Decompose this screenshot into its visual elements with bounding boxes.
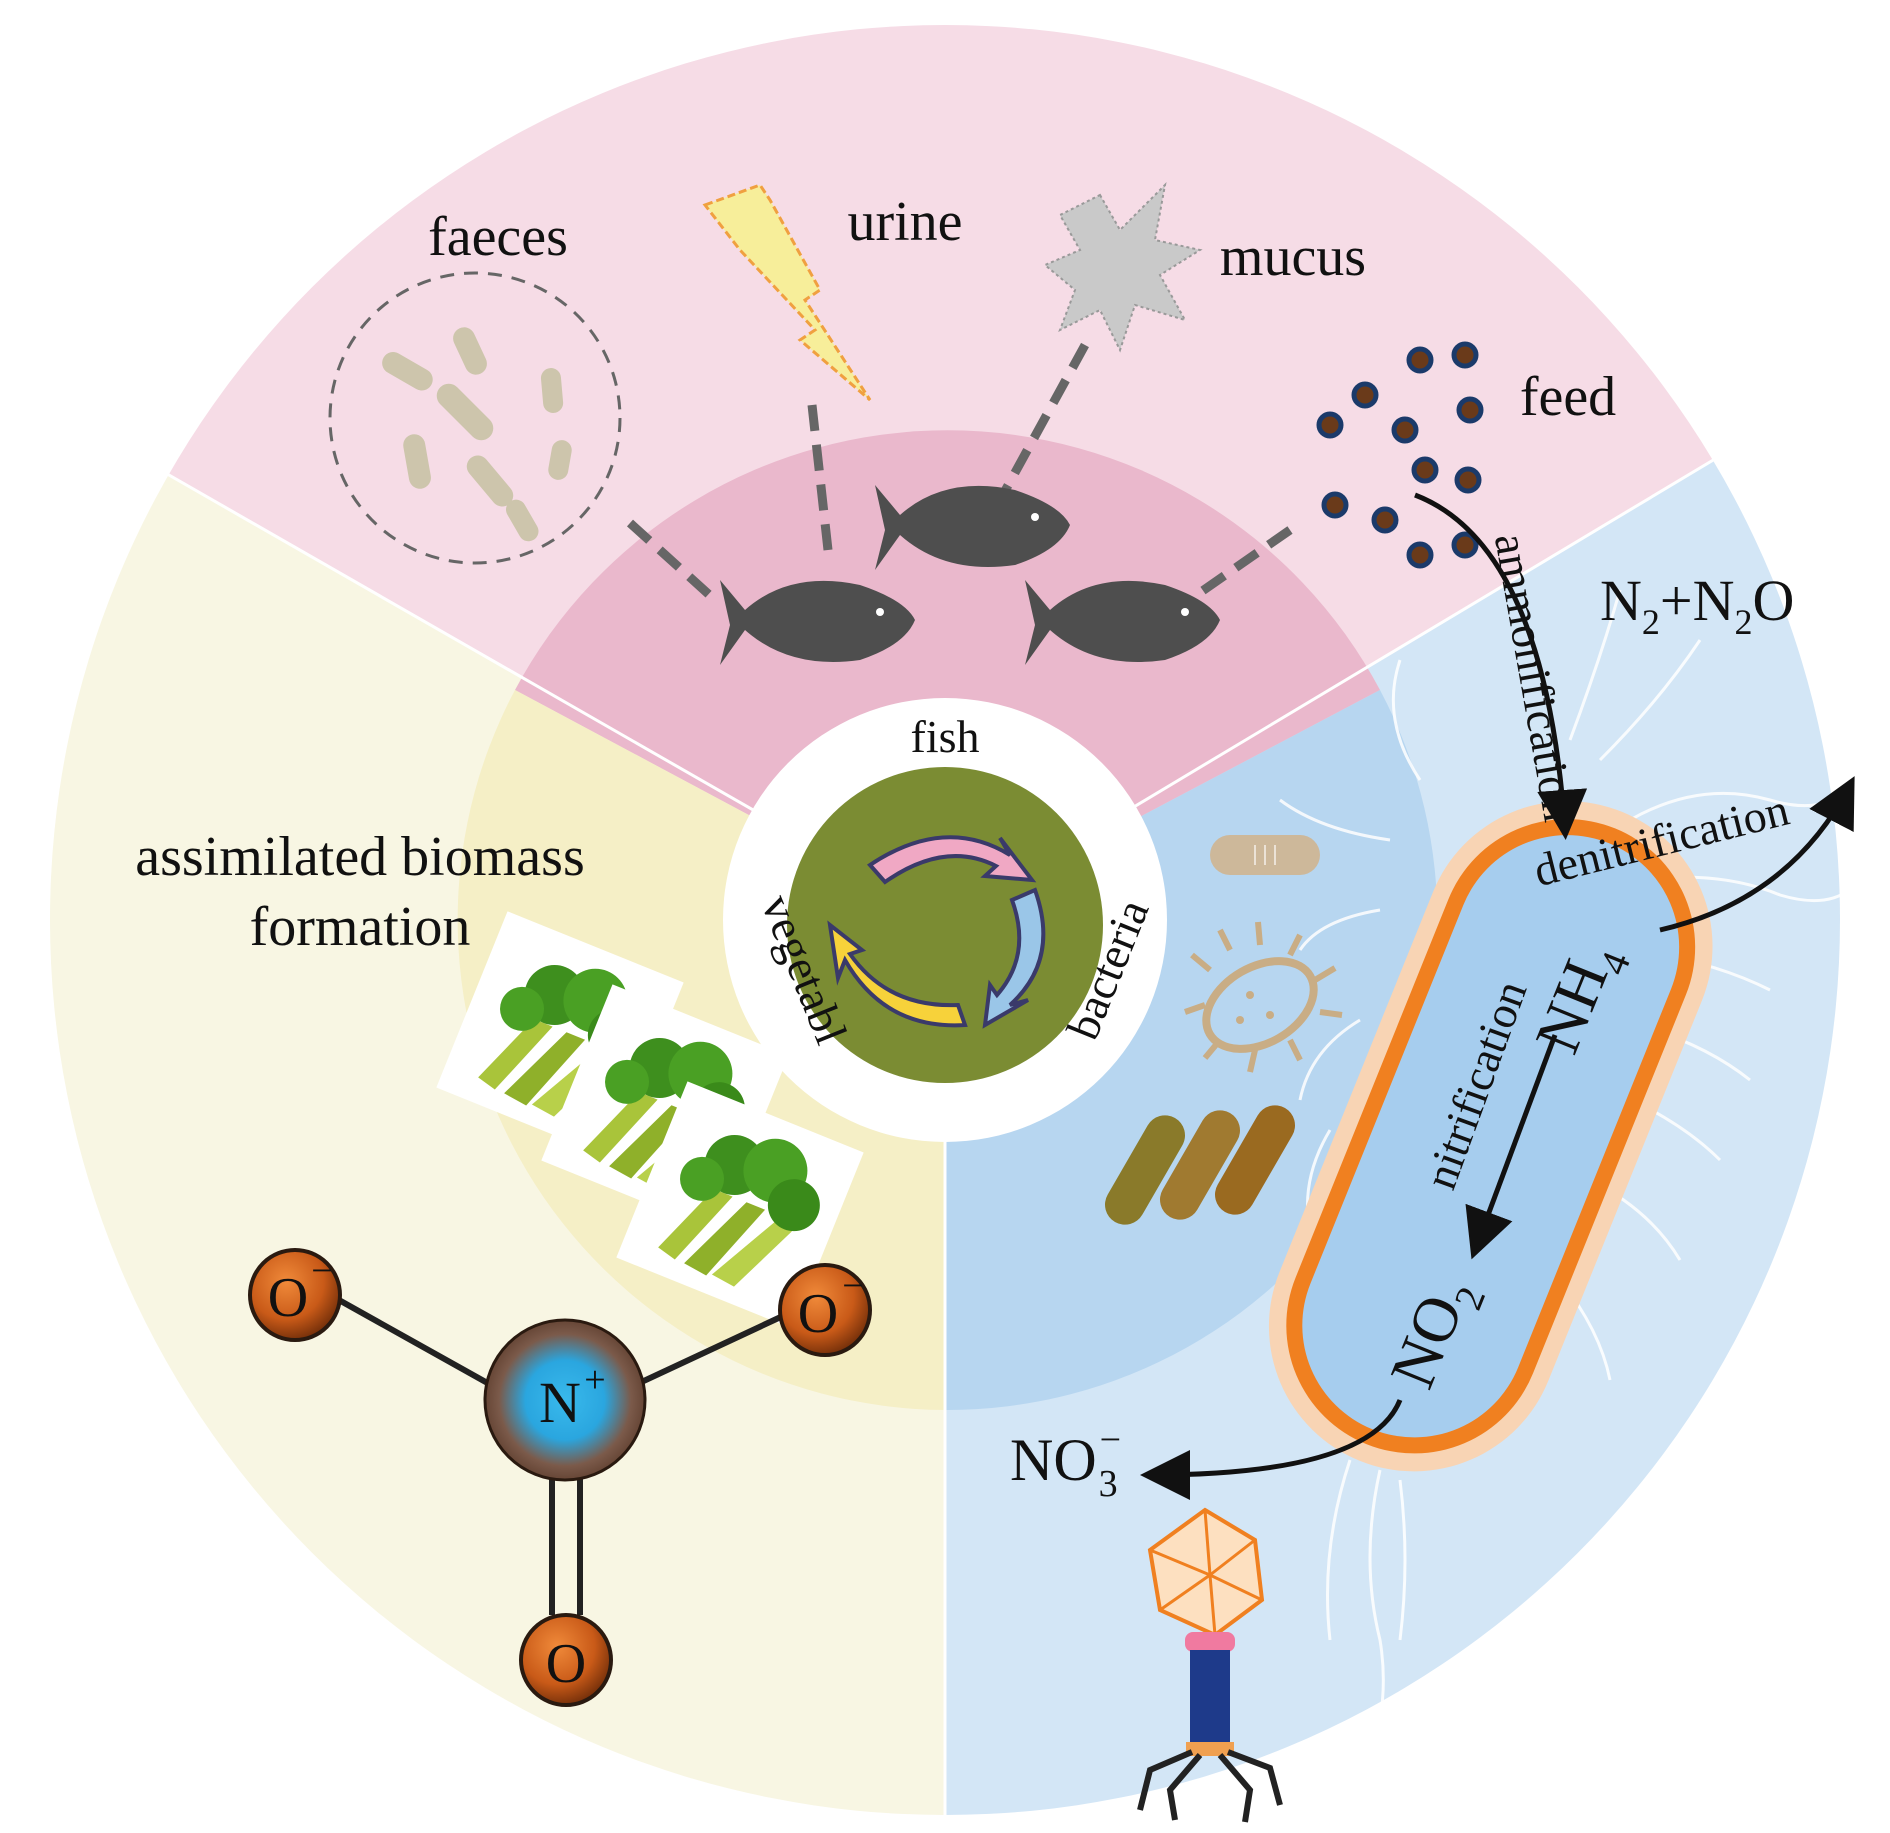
cycle-arrow-blue-icon	[982, 887, 1046, 1029]
nitrogen-charge: +	[584, 1359, 605, 1401]
oxygen-right-symbol: O	[798, 1283, 838, 1345]
ammonification-arrow	[1414, 492, 1588, 840]
nitrogen-symbol: N	[539, 1370, 581, 1435]
feed-pellets-icon	[1316, 341, 1484, 569]
label-nitrate: NO3−	[1010, 1419, 1121, 1505]
cycle-arrows	[827, 835, 1046, 1029]
nitrogen-atom-center	[483, 1318, 647, 1482]
cycle-arrow-pink-icon	[866, 835, 1037, 885]
oxygen-left-charge: −	[311, 1250, 332, 1292]
nitrate-molecule: O − O − N + O	[248, 1248, 872, 1707]
denitrification-arrow	[1659, 776, 1855, 933]
oxygen-left-symbol: O	[268, 1267, 308, 1329]
bacteria-section: N2+N2O ammonification denitrification ni…	[1010, 492, 1857, 1823]
cycle-arrow-yellow-icon	[827, 920, 968, 1028]
urine-icon	[702, 183, 872, 402]
spiky-microbe-icon	[1184, 921, 1343, 1073]
fish-section: faeces urine mucus feed	[328, 182, 1616, 665]
oxygen-right-charge: −	[842, 1265, 863, 1307]
bacterium-cell	[1268, 801, 1713, 1472]
label-n2-n2o: N2+N2O	[1600, 568, 1794, 642]
label-assimilated-biomass-line2: formation	[250, 896, 471, 958]
celery-cards	[436, 911, 864, 1329]
oxygen-atom-left	[248, 1248, 342, 1342]
nitrification-arrow	[1465, 1034, 1558, 1260]
molecule-bonds	[328, 1292, 787, 1615]
oxygen-bottom-symbol: O	[546, 1633, 586, 1695]
label-feed: feed	[1520, 366, 1616, 428]
nitrate-formation-arrow	[1140, 1399, 1403, 1500]
label-faeces: faeces	[428, 206, 568, 268]
oxygen-atom-right	[778, 1263, 872, 1357]
fish-icons	[720, 485, 1220, 665]
faeces-outline	[328, 271, 622, 565]
label-assimilated-biomass-line1: assimilated biomass	[135, 826, 585, 888]
bacteriophage-icon	[1137, 1507, 1283, 1823]
bacterium-flagella	[1279, 589, 1857, 1761]
fish-icon	[1025, 580, 1220, 665]
fish-icon	[720, 580, 915, 665]
label-mucus: mucus	[1220, 226, 1366, 288]
label-urine: urine	[847, 191, 962, 253]
mucus-icon	[1043, 182, 1203, 353]
rod-bacterium-icon	[1210, 835, 1320, 875]
fish-icon	[875, 485, 1070, 570]
celery-icon	[616, 1081, 864, 1329]
source-connectors	[626, 342, 1293, 614]
oxygen-atom-bottom	[519, 1613, 613, 1707]
vegetable-section: assimilated biomass formation	[135, 826, 872, 1707]
capsule-bacteria-icon	[1105, 1105, 1295, 1225]
process-arrows	[1140, 492, 1855, 1500]
hub-label-fish: fish	[911, 711, 980, 762]
faeces-icon	[382, 327, 572, 542]
